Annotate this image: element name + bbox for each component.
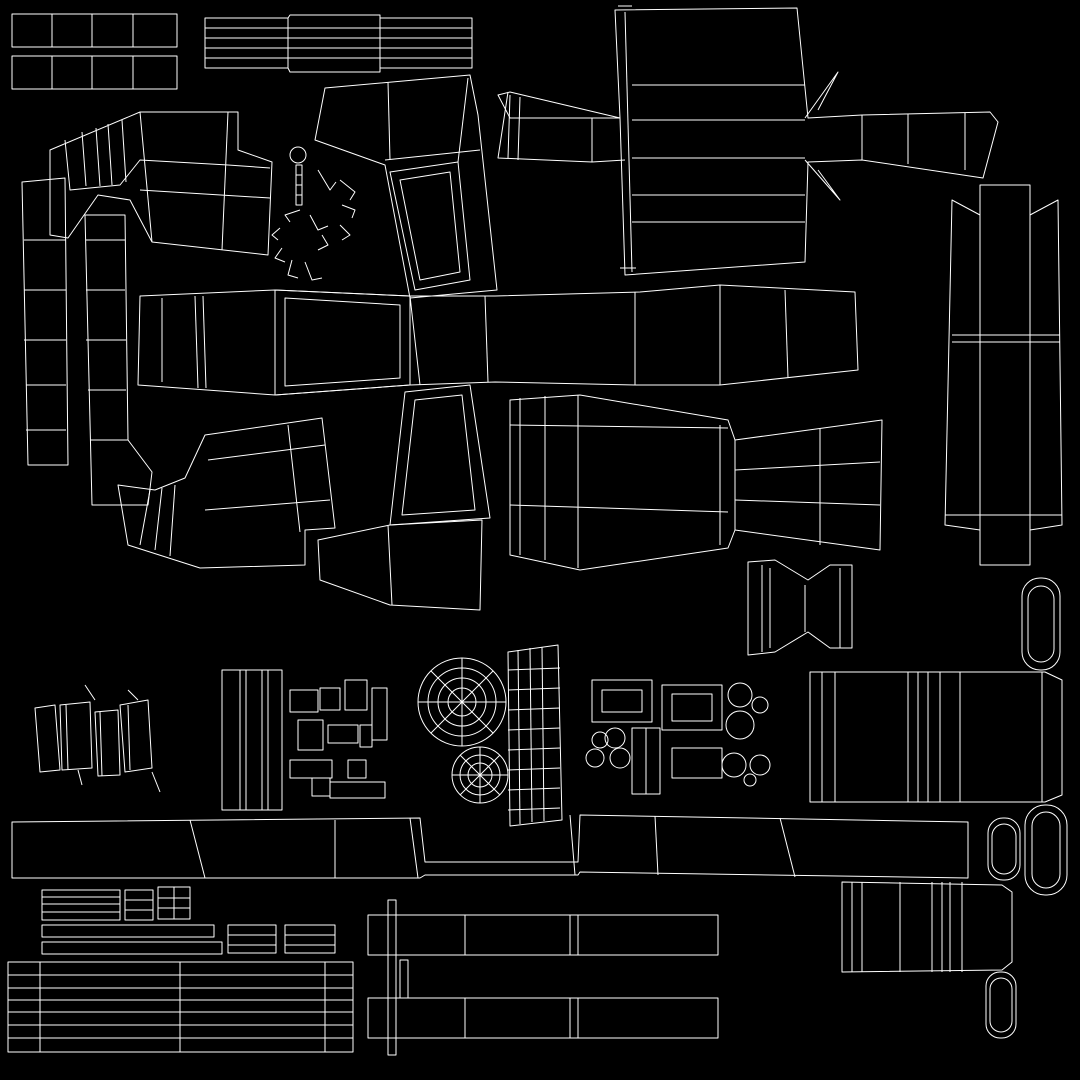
torso-cross bbox=[137, 284, 859, 611]
pill-loops bbox=[985, 577, 1068, 1039]
tall-right-panel bbox=[944, 184, 1063, 566]
shoulder-left-upper bbox=[49, 111, 273, 256]
wide-mesh-panel bbox=[809, 671, 1063, 803]
t-bars-bottom bbox=[367, 899, 719, 1056]
hardware-cluster bbox=[585, 679, 771, 795]
radial-discs bbox=[417, 657, 509, 804]
belt-strip-top-left bbox=[11, 13, 178, 90]
vertical-strap bbox=[221, 669, 283, 811]
arm-left-column bbox=[21, 177, 153, 506]
torso-top-panel bbox=[314, 74, 498, 299]
shoulder-left-lower bbox=[117, 417, 336, 569]
lower-mesh-panel bbox=[841, 881, 1013, 973]
buckle-pieces bbox=[289, 679, 388, 799]
thin-strips-bottom-left bbox=[7, 886, 354, 1053]
long-band bbox=[11, 814, 969, 879]
boot-piece bbox=[747, 559, 853, 656]
ribbed-column bbox=[507, 644, 563, 827]
gear-chain-parts bbox=[271, 146, 356, 281]
ribbed-strip-top bbox=[204, 14, 473, 73]
leg-flared-panel bbox=[509, 394, 883, 571]
backpack-unwrap bbox=[497, 5, 999, 276]
small-clip-parts bbox=[34, 684, 161, 793]
